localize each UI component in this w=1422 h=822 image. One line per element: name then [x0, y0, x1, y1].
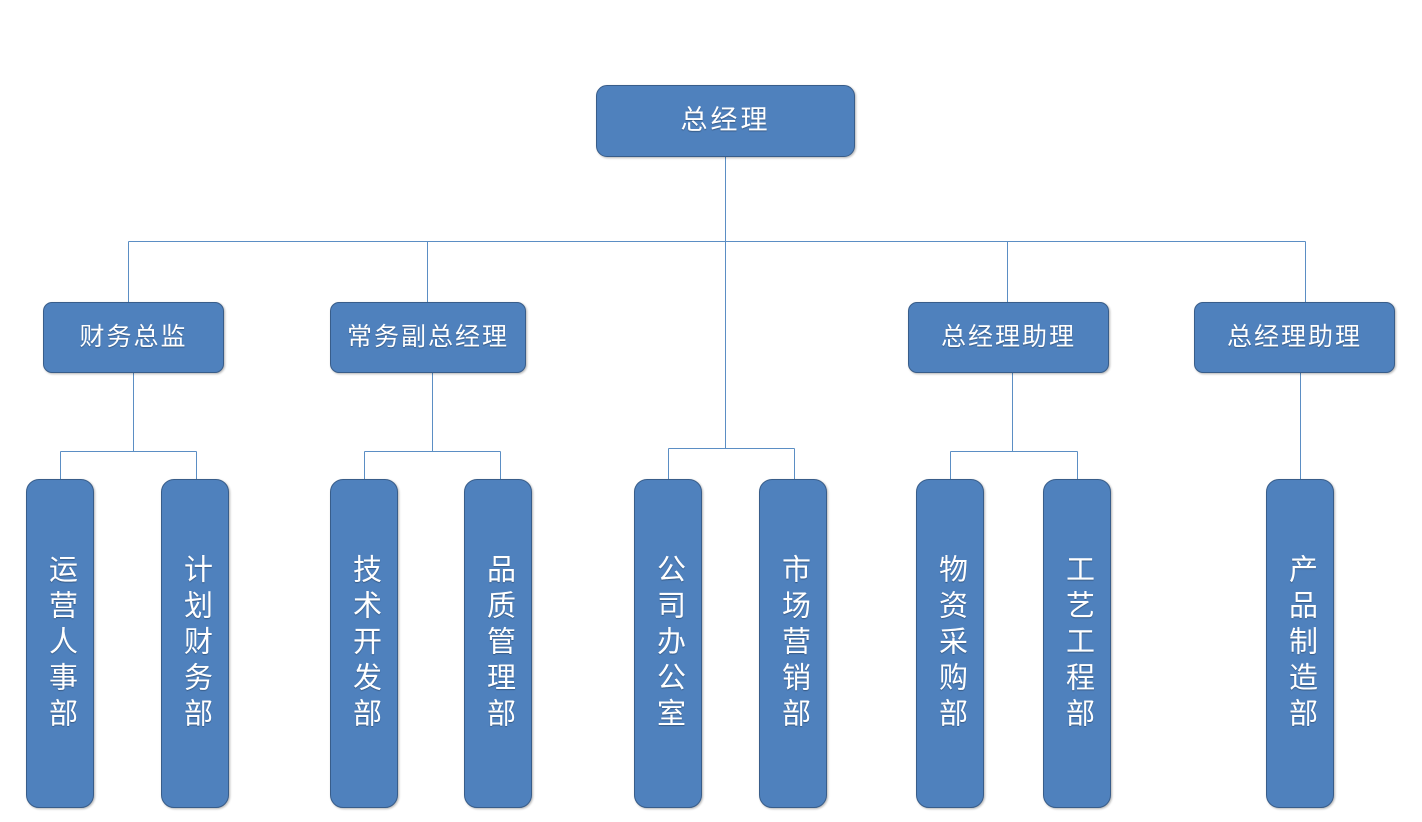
node-label: 常务副总经理	[346, 323, 509, 351]
node-label: 总经理助理	[940, 323, 1076, 351]
node-dept-planning-finance[interactable]: 计划财务部	[161, 479, 229, 808]
node-label: 工艺工程部	[1061, 553, 1094, 734]
node-label: 产品制造部	[1284, 553, 1317, 734]
node-label: 计划财务部	[179, 553, 212, 734]
node-label: 总经理	[680, 105, 771, 136]
node-label: 运营人事部	[44, 553, 77, 734]
node-dept-product-manufacturing[interactable]: 产品制造部	[1266, 479, 1334, 808]
node-label: 财务总监	[79, 323, 188, 351]
node-label: 技术开发部	[348, 553, 381, 734]
node-label: 物资采购部	[934, 553, 967, 734]
node-dept-company-office[interactable]: 公司办公室	[634, 479, 702, 808]
node-dept-material-procurement[interactable]: 物资采购部	[916, 479, 984, 808]
node-dept-marketing[interactable]: 市场营销部	[759, 479, 827, 808]
node-label: 总经理助理	[1226, 323, 1362, 351]
node-label: 公司办公室	[652, 553, 685, 734]
node-gm-assistant-1[interactable]: 总经理助理	[908, 302, 1109, 373]
node-dept-process-engineering[interactable]: 工艺工程部	[1043, 479, 1111, 808]
node-label: 品质管理部	[482, 553, 515, 734]
node-label: 市场营销部	[777, 553, 810, 734]
node-dept-technology-development[interactable]: 技术开发部	[330, 479, 398, 808]
node-general-manager[interactable]: 总经理	[596, 85, 855, 157]
node-gm-assistant-2[interactable]: 总经理助理	[1194, 302, 1395, 373]
node-dept-operations-hr[interactable]: 运营人事部	[26, 479, 94, 808]
node-dept-quality-management[interactable]: 品质管理部	[464, 479, 532, 808]
node-cfo[interactable]: 财务总监	[43, 302, 224, 373]
node-executive-deputy-gm[interactable]: 常务副总经理	[330, 302, 526, 373]
